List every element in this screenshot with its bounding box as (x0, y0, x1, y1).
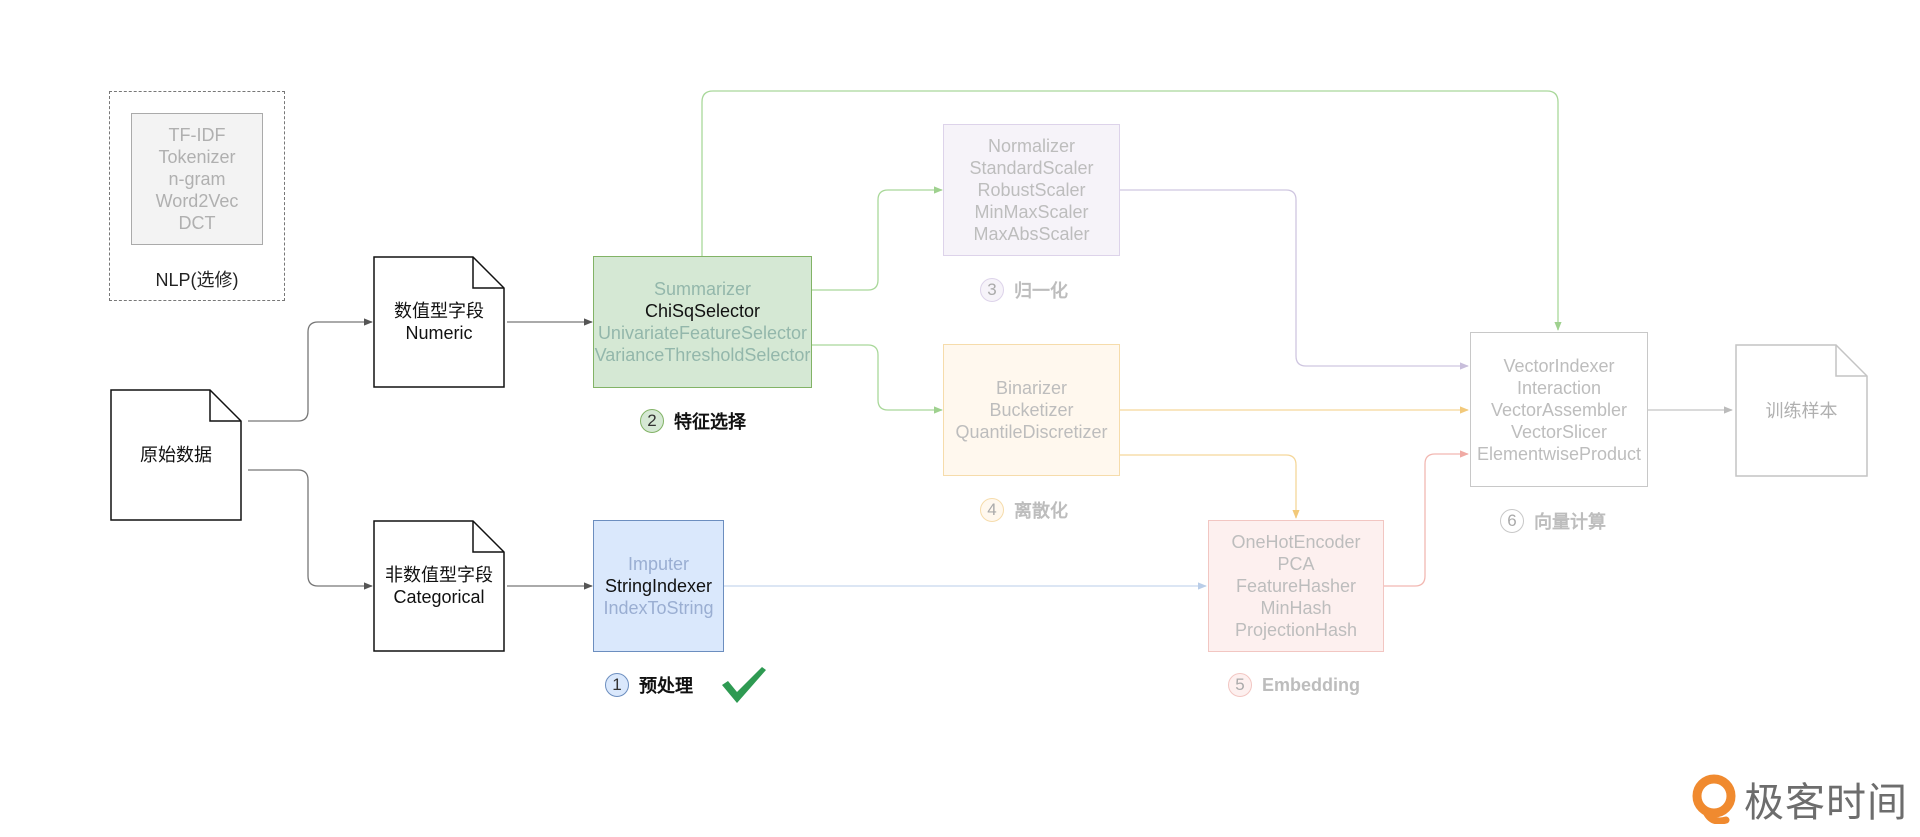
nlp-item: TF-IDF (168, 125, 226, 145)
nlp-box: TF-IDF Tokenizer n-gram Word2Vec DCT (131, 113, 263, 245)
edge-feature-to-normalize (812, 186, 943, 291)
edge-feature-to-vector (701, 90, 1562, 331)
edge-feature-to-discretize (812, 344, 943, 414)
doc-raw-data: 原始数据 (110, 389, 242, 521)
feature-item-active: ChiSqSelector (644, 301, 761, 321)
doc-categorical: 非数值型字段 Categorical (373, 520, 505, 652)
embedding-item: MinHash (1260, 598, 1332, 618)
doc-categorical-label-cn: 非数值型字段 (385, 565, 493, 585)
normalize-item: Normalizer (987, 136, 1075, 156)
step-number-badge: 6 (1500, 509, 1524, 533)
vector-item: VectorSlicer (1510, 421, 1608, 442)
nlp-item: Word2Vec (155, 191, 239, 211)
discretize-item: QuantileDiscretizer (955, 422, 1108, 442)
edge-raw-to-numeric (248, 318, 373, 422)
check-icon (722, 667, 766, 703)
nlp-group (109, 91, 285, 301)
box-discretize: Binarizer Bucketizer QuantileDiscretizer (943, 344, 1120, 476)
step-number-badge: 1 (605, 673, 629, 697)
caption-label: Embedding (1262, 674, 1360, 695)
box-normalize: Normalizer StandardScaler RobustScaler M… (943, 124, 1120, 256)
embedding-item: PCA (1277, 554, 1315, 574)
embedding-item: ProjectionHash (1234, 620, 1358, 640)
caption-normalize: 3 归一化 (980, 277, 1068, 303)
doc-shape (1735, 344, 1868, 477)
preprocess-item-active: StringIndexer (604, 576, 713, 596)
caption-vector: 6 向量计算 (1500, 508, 1606, 534)
doc-numeric-label-cn: 数值型字段 (394, 301, 484, 321)
box-feature-selection: Summarizer ChiSqSelector UnivariateFeatu… (593, 256, 812, 388)
caption-label: 特征选择 (674, 412, 746, 432)
normalize-item: MaxAbsScaler (973, 224, 1090, 244)
nlp-item: n-gram (168, 169, 226, 189)
step-number-badge: 5 (1228, 673, 1252, 697)
normalize-item: RobustScaler (977, 180, 1086, 200)
box-preprocess: Imputer StringIndexer IndexToString (593, 520, 724, 652)
feature-item: UnivariateFeatureSelector (597, 323, 808, 343)
box-embedding: OneHotEncoder PCA FeatureHasher MinHash … (1208, 520, 1384, 652)
edge-discretize-to-embedding (1120, 454, 1300, 519)
feature-item: Summarizer (653, 279, 751, 299)
step-number-badge: 3 (980, 278, 1004, 302)
nlp-label: NLP(选修) (155, 270, 239, 290)
preprocess-item: Imputer (627, 554, 690, 574)
doc-training-samples: 训练样本 (1735, 344, 1868, 477)
nlp-item: Tokenizer (158, 147, 236, 167)
caption-label: 归一化 (1014, 281, 1068, 301)
vector-item: ElementwiseProduct (1476, 443, 1642, 464)
step-number-badge: 4 (980, 498, 1004, 522)
doc-shape (373, 520, 505, 652)
caption-feature-selection: 2 特征选择 (640, 408, 746, 434)
caption-discretize: 4 离散化 (980, 497, 1068, 523)
vector-item: VectorAssembler (1490, 399, 1628, 420)
caption-label: 离散化 (1014, 501, 1068, 521)
nlp-item: DCT (178, 213, 216, 233)
embedding-item: FeatureHasher (1235, 576, 1357, 596)
edge-normalize-to-vector (1120, 189, 1469, 370)
normalize-item: MinMaxScaler (974, 202, 1089, 222)
discretize-item: Binarizer (995, 378, 1068, 398)
vector-item: Interaction (1516, 377, 1602, 398)
step-number-badge: 2 (640, 409, 664, 433)
caption-label: 向量计算 (1534, 512, 1606, 532)
box-vector: VectorIndexer Interaction VectorAssemble… (1470, 332, 1648, 487)
doc-samples-label: 训练样本 (1765, 400, 1838, 421)
brand-logo-text: 极客时间 (1744, 780, 1908, 826)
doc-shape (373, 256, 505, 388)
edge-raw-to-categorical (248, 469, 373, 590)
caption-label: 预处理 (639, 676, 693, 696)
discretize-item: Bucketizer (989, 400, 1074, 420)
caption-preprocess: 1 预处理 (605, 672, 693, 698)
geektime-logo-icon (1692, 774, 1736, 824)
doc-numeric-label-en: Numeric (405, 323, 473, 343)
doc-raw-label: 原始数据 (140, 445, 212, 465)
edge-embedding-to-vector (1384, 450, 1469, 587)
doc-shape (110, 389, 242, 521)
caption-embedding: 5 Embedding (1228, 673, 1360, 697)
brand-logo: 极客时间 (1692, 770, 1908, 828)
doc-numeric: 数值型字段 Numeric (373, 256, 505, 388)
feature-item: VarianceThresholdSelector (594, 345, 811, 365)
vector-item: VectorIndexer (1503, 355, 1615, 376)
preprocess-item: IndexToString (603, 598, 714, 618)
embedding-item: OneHotEncoder (1231, 532, 1361, 552)
doc-categorical-label-en: Categorical (393, 587, 485, 607)
normalize-item: StandardScaler (969, 158, 1094, 178)
